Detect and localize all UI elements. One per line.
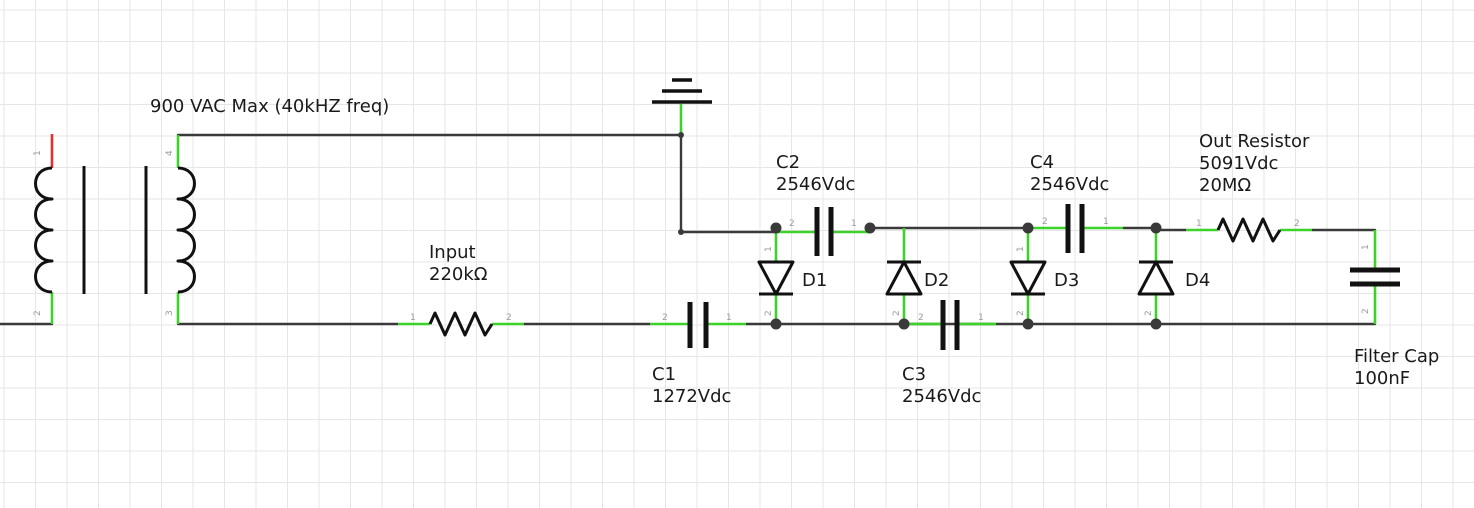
diode-d2[interactable] [885,228,923,324]
pin-num-c4-1: 1 [1103,217,1109,227]
diode-d4[interactable] [1137,228,1175,324]
pin-num-t3: 3 [165,310,175,316]
pin-num-d1-1: 1 [764,246,774,252]
junction-c2-right [864,222,876,234]
capacitor-c4[interactable] [1028,204,1158,253]
d2-label: D2 [924,270,949,291]
d4-triangle [1137,260,1175,296]
component-labels: 900 VAC Max (40kHZ freq) Input 220kΩ C1 … [150,96,1439,407]
diode-d1[interactable] [757,232,795,324]
transformer[interactable] [34,134,196,324]
pin-num-c4-2: 2 [1042,217,1048,227]
pin-num-c2-2: 2 [789,219,795,229]
secondary-coil [176,166,196,294]
junctions [678,132,1162,330]
input-resistor-value: 220kΩ [429,264,488,285]
pin-num-c3-2: 2 [918,313,924,323]
c2-name: C2 [776,152,800,173]
pin-num-rout-2: 2 [1294,219,1300,229]
filter-capacitor[interactable] [1350,230,1400,324]
c1-name: C1 [652,364,676,385]
d3-triangle [1009,260,1047,296]
c1-value: 1272Vdc [652,386,731,407]
input-resistor-body [428,311,494,337]
junction-d4-bottom [1150,318,1162,330]
wires [0,133,1377,326]
pin-numbers: 1 2 4 3 1 2 2 1 2 1 2 1 2 1 1 2 1 2 2 1 … [33,150,1371,323]
d3-label: D3 [1054,270,1079,291]
d4-label: D4 [1185,270,1210,291]
junction-ground [678,132,684,138]
capacitor-c3[interactable] [904,300,996,350]
out-resistor-body [1216,217,1282,243]
d2-triangle [885,260,923,296]
diode-d3[interactable] [1009,228,1047,324]
capacitor-c1[interactable] [650,302,746,348]
primary-coil [34,166,54,294]
pin-num-d2-2: 2 [892,310,902,316]
pin-num-c3-1: 1 [978,313,984,323]
pin-num-fc-2: 2 [1361,308,1371,314]
source-label: 900 VAC Max (40kHZ freq) [150,96,389,117]
out-resistor[interactable] [1154,217,1312,243]
junction-top-left [678,229,684,235]
pin-num-r2: 2 [506,313,512,323]
c3-name: C3 [902,364,926,385]
c4-value: 2546Vdc [1030,174,1109,195]
c3-value: 2546Vdc [902,386,981,407]
junction-d4-top [1150,222,1162,234]
pin-num-rout-1: 1 [1196,219,1202,229]
capacitor-c2[interactable] [776,207,870,256]
junction-d1-bottom [770,318,782,330]
out-resistor-voltage: 5091Vdc [1199,153,1278,174]
d1-triangle [757,260,795,296]
out-resistor-value: 20MΩ [1199,175,1251,196]
filter-cap-name: Filter Cap [1354,346,1439,367]
junction-d3-top [1022,222,1034,234]
pin-num-d1-2: 2 [764,310,774,316]
pin-num-c1-1: 1 [726,313,732,323]
c4-name: C4 [1030,152,1054,173]
pin-num-r1: 1 [410,313,416,323]
pin-num-t2: 2 [33,310,43,316]
pin-num-d4-2: 2 [1144,310,1154,316]
filter-cap-value: 100nF [1354,368,1410,389]
pin-num-fc-1: 1 [1361,244,1371,250]
pin-num-d3-1: 1 [1016,246,1026,252]
junction-d1-top [770,222,782,234]
junction-d2-bottom [898,318,910,330]
junction-d3-bottom [1022,318,1034,330]
input-resistor-name: Input [429,242,476,263]
pin-num-c1-2: 2 [662,313,668,323]
d1-label: D1 [802,270,827,291]
c2-value: 2546Vdc [776,174,855,195]
input-resistor[interactable] [398,311,524,337]
pin-num-t4: 4 [165,150,175,156]
out-resistor-name: Out Resistor [1199,131,1310,152]
pin-num-d3-2: 2 [1016,310,1026,316]
ground-symbol[interactable] [652,78,712,135]
pin-num-t1: 1 [33,150,43,156]
pin-num-c2-1: 1 [851,219,857,229]
